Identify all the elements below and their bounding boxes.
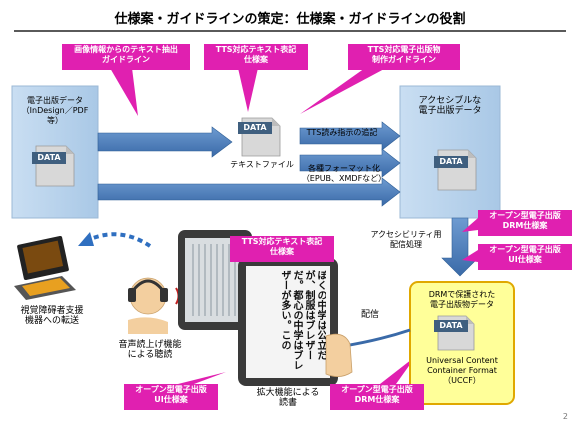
accessible-doc-icon — [434, 149, 477, 191]
listener-person — [128, 277, 168, 334]
source-doc-icon — [32, 145, 75, 187]
text-file-doc-icon — [238, 117, 281, 157]
arrow-direct-to-accessible — [97, 177, 401, 207]
callout-tts-notation-spec-device: TTS対応テキスト表記 仕様案 — [230, 236, 334, 262]
callout-ui-spec-right: オープン型電子出版 UI仕様案 — [478, 244, 572, 270]
source-data-label: 電子出版データ （InDesign／PDF 等） — [21, 96, 89, 125]
accessible-data-label: アクセシブルな 電子出版データ — [418, 96, 482, 116]
callout-pointer-top-left — [110, 68, 138, 116]
callout-drm-spec-bottom: オープン型電子出版 DRM仕様案 — [330, 384, 424, 410]
text-file-label: テキストファイル — [230, 160, 294, 169]
callout-text-extraction-guideline: 画像情報からのテキスト抽出 ガイドライン — [62, 44, 190, 70]
laptop-icon — [14, 235, 76, 300]
callout-drm-spec-right: オープン型電子出版 DRM仕様案 — [478, 210, 572, 236]
callout-tts-notation-spec-top: TTS対応テキスト表記 仕様案 — [204, 44, 308, 70]
arrow-down-to-uccf — [441, 217, 479, 277]
arrow-format-conv — [299, 148, 401, 178]
text-file-doc-icon-text: DATA — [243, 123, 267, 132]
callout-pointer-top-mid — [238, 68, 258, 112]
callout-pointer-drm-bottom — [380, 356, 416, 384]
callout-ui-spec-bottom: オープン型電子出版 UI仕様案 — [124, 384, 218, 410]
uccf-doc-icon — [434, 315, 475, 351]
tablet-front — [238, 258, 338, 386]
uccf-format: Universal Content Container Format （UCCF… — [426, 356, 498, 385]
uccf-label: DRMで保護された 電子出版物データ — [428, 290, 496, 309]
uccf-doc-icon-text: DATA — [439, 321, 463, 330]
delivery-label: 配信 — [360, 310, 379, 320]
accessible-doc-icon-text: DATA — [439, 157, 463, 166]
format-conv-label: 各種フォーマット化 （EPUB、XMDFなど） — [301, 164, 387, 183]
page-number: 2 — [562, 412, 568, 421]
transfer-dotted-arrow — [87, 232, 152, 248]
transfer-label: 視覚障碍者支援 機器への転送 — [20, 306, 84, 326]
callout-pointer-top-right — [300, 68, 386, 114]
arrow-to-text-file — [97, 126, 233, 158]
delivery-arrow — [343, 328, 411, 348]
tablet-vertical-text: ぼくの中学は公立だが、制服はブレザーだ。都心の中学はブレザーが多い。この — [279, 270, 326, 370]
source-doc-icon-text: DATA — [37, 153, 61, 162]
arrow-tts-reading — [299, 121, 401, 151]
accessibility-proc-label: アクセシビリティ用 配信処理 — [370, 230, 442, 249]
callout-pointer-ui-right — [462, 250, 478, 262]
title-divider — [14, 30, 566, 32]
zoom-reading-label: 拡大機能による 読書 — [256, 388, 320, 408]
tts-reading-device-label: 音声読上げ機能 による聴読 — [118, 340, 182, 360]
tts-reading-label: TTS読み指示の追記 — [306, 128, 378, 137]
callout-pointer-drm-right — [462, 218, 478, 232]
hand-shape — [325, 333, 353, 377]
page-title: 仕様案・ガイドラインの策定：仕様案・ガイドラインの役割 — [114, 12, 466, 27]
callout-pointer-ui-bottom — [178, 372, 226, 384]
callout-tts-production-guideline: TTS対応電子出版物 制作ガイドライン — [348, 44, 460, 70]
